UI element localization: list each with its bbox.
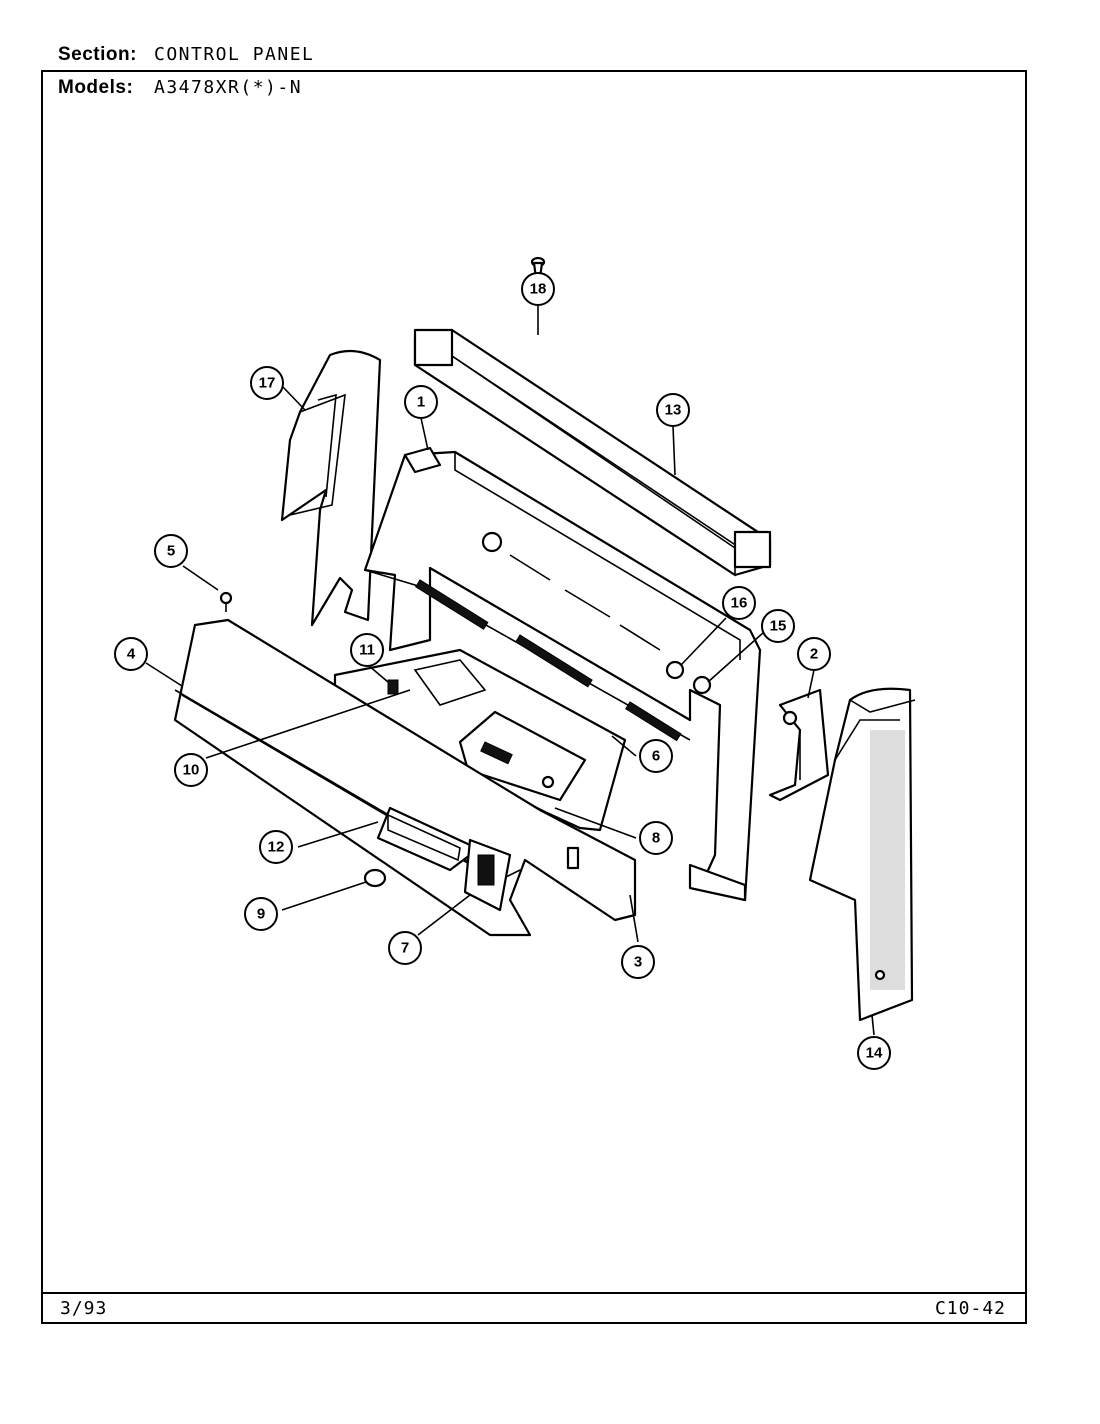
leader-5 — [182, 565, 219, 591]
section-header: Section: CONTROL PANEL — [58, 44, 314, 66]
leader-1 — [420, 417, 429, 451]
callout-6-label: 6 — [652, 748, 660, 765]
part-17-left-end-trim — [280, 349, 382, 627]
callout-16: 16 — [722, 586, 756, 620]
callout-7-label: 7 — [401, 940, 409, 957]
leader-17 — [282, 386, 306, 411]
leader-10 — [205, 689, 411, 759]
leader-7 — [417, 894, 471, 936]
callout-17-label: 17 — [259, 375, 276, 392]
leader-12 — [297, 821, 379, 848]
part-5-screw — [219, 591, 233, 612]
part-9-knob — [363, 868, 387, 888]
part-1-chassis — [363, 446, 762, 902]
callout-13: 13 — [656, 393, 690, 427]
models-label: Models: — [58, 77, 134, 98]
leader-15 — [707, 631, 765, 683]
callout-18-label: 18 — [530, 281, 547, 298]
callout-2: 2 — [797, 637, 831, 671]
footer-divider — [41, 1292, 1027, 1294]
callout-1: 1 — [404, 385, 438, 419]
leader-4 — [145, 662, 183, 687]
footer-page-code: C10-42 — [934, 1298, 1006, 1319]
section-value: CONTROL PANEL — [154, 44, 315, 65]
part-4-front-panel — [173, 618, 637, 937]
callout-2-label: 2 — [810, 646, 818, 663]
callout-3-label: 3 — [634, 954, 642, 971]
callout-7: 7 — [388, 931, 422, 965]
leader-9 — [281, 881, 367, 911]
diagram-frame — [41, 70, 1027, 1324]
callout-14-label: 14 — [866, 1045, 883, 1062]
callout-18: 18 — [521, 272, 555, 306]
callout-5-label: 5 — [167, 543, 175, 560]
models-header: Models: A3478XR(*)-N — [58, 77, 302, 99]
callout-8: 8 — [639, 821, 673, 855]
callout-5: 5 — [154, 534, 188, 568]
callout-14: 14 — [857, 1036, 891, 1070]
leader-6 — [611, 735, 637, 757]
callout-6: 6 — [639, 739, 673, 773]
callout-4-label: 4 — [127, 646, 136, 663]
callout-16-label: 16 — [731, 595, 748, 612]
callout-11-label: 11 — [359, 642, 375, 659]
leader-13 — [672, 425, 676, 476]
callout-15: 15 — [761, 609, 795, 643]
leader-14 — [871, 1014, 875, 1036]
part-16-grommet — [665, 660, 685, 680]
leader-8 — [554, 807, 637, 839]
callout-9-label: 9 — [257, 906, 265, 923]
callout-1-label: 1 — [417, 394, 425, 411]
callout-13-label: 13 — [665, 402, 682, 419]
callout-4: 4 — [114, 637, 148, 671]
footer-date: 3/93 — [60, 1298, 108, 1319]
leader-11 — [367, 664, 389, 683]
callout-3: 3 — [621, 945, 655, 979]
part-13-top-rail — [413, 328, 772, 577]
callout-12-label: 12 — [268, 839, 285, 856]
models-value: A3478XR(*)-N — [154, 77, 303, 98]
part-15-clip — [692, 675, 712, 695]
leader-3 — [629, 894, 639, 943]
callout-9: 9 — [244, 897, 278, 931]
callout-10-label: 10 — [183, 762, 200, 779]
callout-17: 17 — [250, 366, 284, 400]
leader-2 — [807, 669, 815, 699]
callout-8-label: 8 — [652, 830, 660, 847]
callout-10: 10 — [174, 753, 208, 787]
leader-lines — [145, 306, 875, 1036]
part-11-switch — [387, 679, 399, 695]
callout-15-label: 15 — [770, 618, 787, 635]
part-14-right-end-trim — [808, 687, 916, 1022]
section-label: Section: — [58, 44, 137, 65]
leader-16 — [680, 617, 727, 666]
callout-11: 11 — [350, 633, 384, 667]
callout-12: 12 — [259, 830, 293, 864]
part-2-bracket — [768, 688, 830, 802]
